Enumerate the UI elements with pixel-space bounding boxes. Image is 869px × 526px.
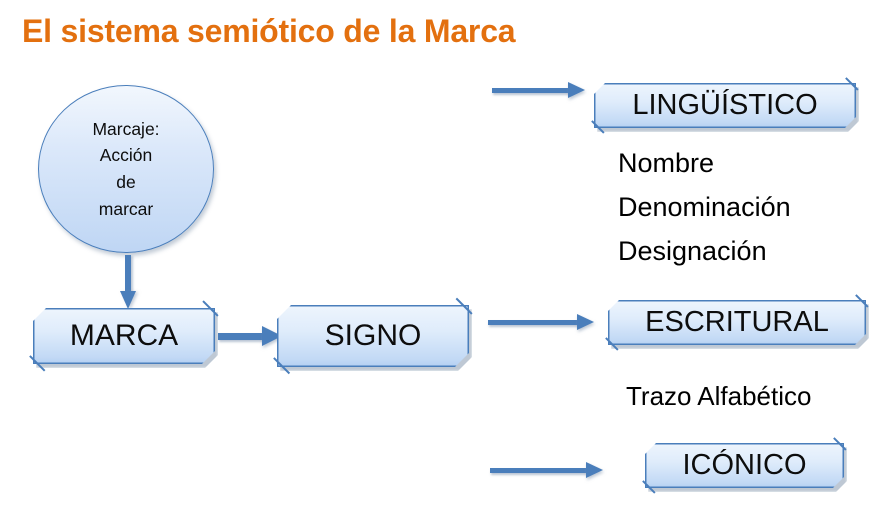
arrow-head xyxy=(577,314,594,330)
arrow-shaft xyxy=(490,467,590,473)
linguistico-box-label: LINGÜÍSTICO xyxy=(632,89,818,121)
caption-designacion: Designación xyxy=(618,236,767,266)
arrow-shaft xyxy=(488,319,581,325)
linguistico-box[interactable]: LINGÜÍSTICO xyxy=(591,77,856,134)
arrow-head xyxy=(120,291,136,309)
signo-box-label: SIGNO xyxy=(324,319,422,352)
arrow-head xyxy=(568,82,585,98)
iconico-box[interactable]: ICÓNICO xyxy=(642,437,844,494)
ellipse-line-4: marcar xyxy=(98,198,154,219)
signo-box[interactable]: SIGNO xyxy=(273,297,473,375)
caption-denominacion: Denominación xyxy=(618,192,791,222)
escritural-box[interactable]: ESCRITURAL xyxy=(605,294,866,351)
arrow-ellipse-to-marca xyxy=(119,255,139,311)
escritural-box-label: ESCRITURAL xyxy=(645,306,829,338)
arrow-shaft xyxy=(492,87,572,93)
page-title: El sistema semiótico de la Marca xyxy=(22,13,516,49)
iconico-box-shape xyxy=(642,437,844,494)
marca-box-shape xyxy=(29,300,219,372)
ellipse-line-1: Marcaje: xyxy=(92,118,160,139)
escritural-box-shape xyxy=(605,294,866,351)
arrow-head xyxy=(586,462,603,478)
marca-box-label: MARCA xyxy=(69,319,179,352)
ellipse-line-2: Acción xyxy=(99,145,153,166)
caption-nombre: Nombre xyxy=(618,148,715,178)
linguistico-box-shape xyxy=(591,77,856,134)
marca-box[interactable]: MARCA xyxy=(29,300,219,372)
ellipse-line-3: de xyxy=(116,172,136,192)
arrow-shaft xyxy=(125,255,131,295)
caption-trazo-alfabetico: Trazo Alfabético xyxy=(626,381,812,411)
marcaje-ellipse[interactable]: Marcaje: Acción de marcar xyxy=(38,85,214,253)
arrow-shaft xyxy=(218,332,265,340)
iconico-box-label: ICÓNICO xyxy=(682,449,807,481)
signo-box-shape xyxy=(273,297,473,375)
